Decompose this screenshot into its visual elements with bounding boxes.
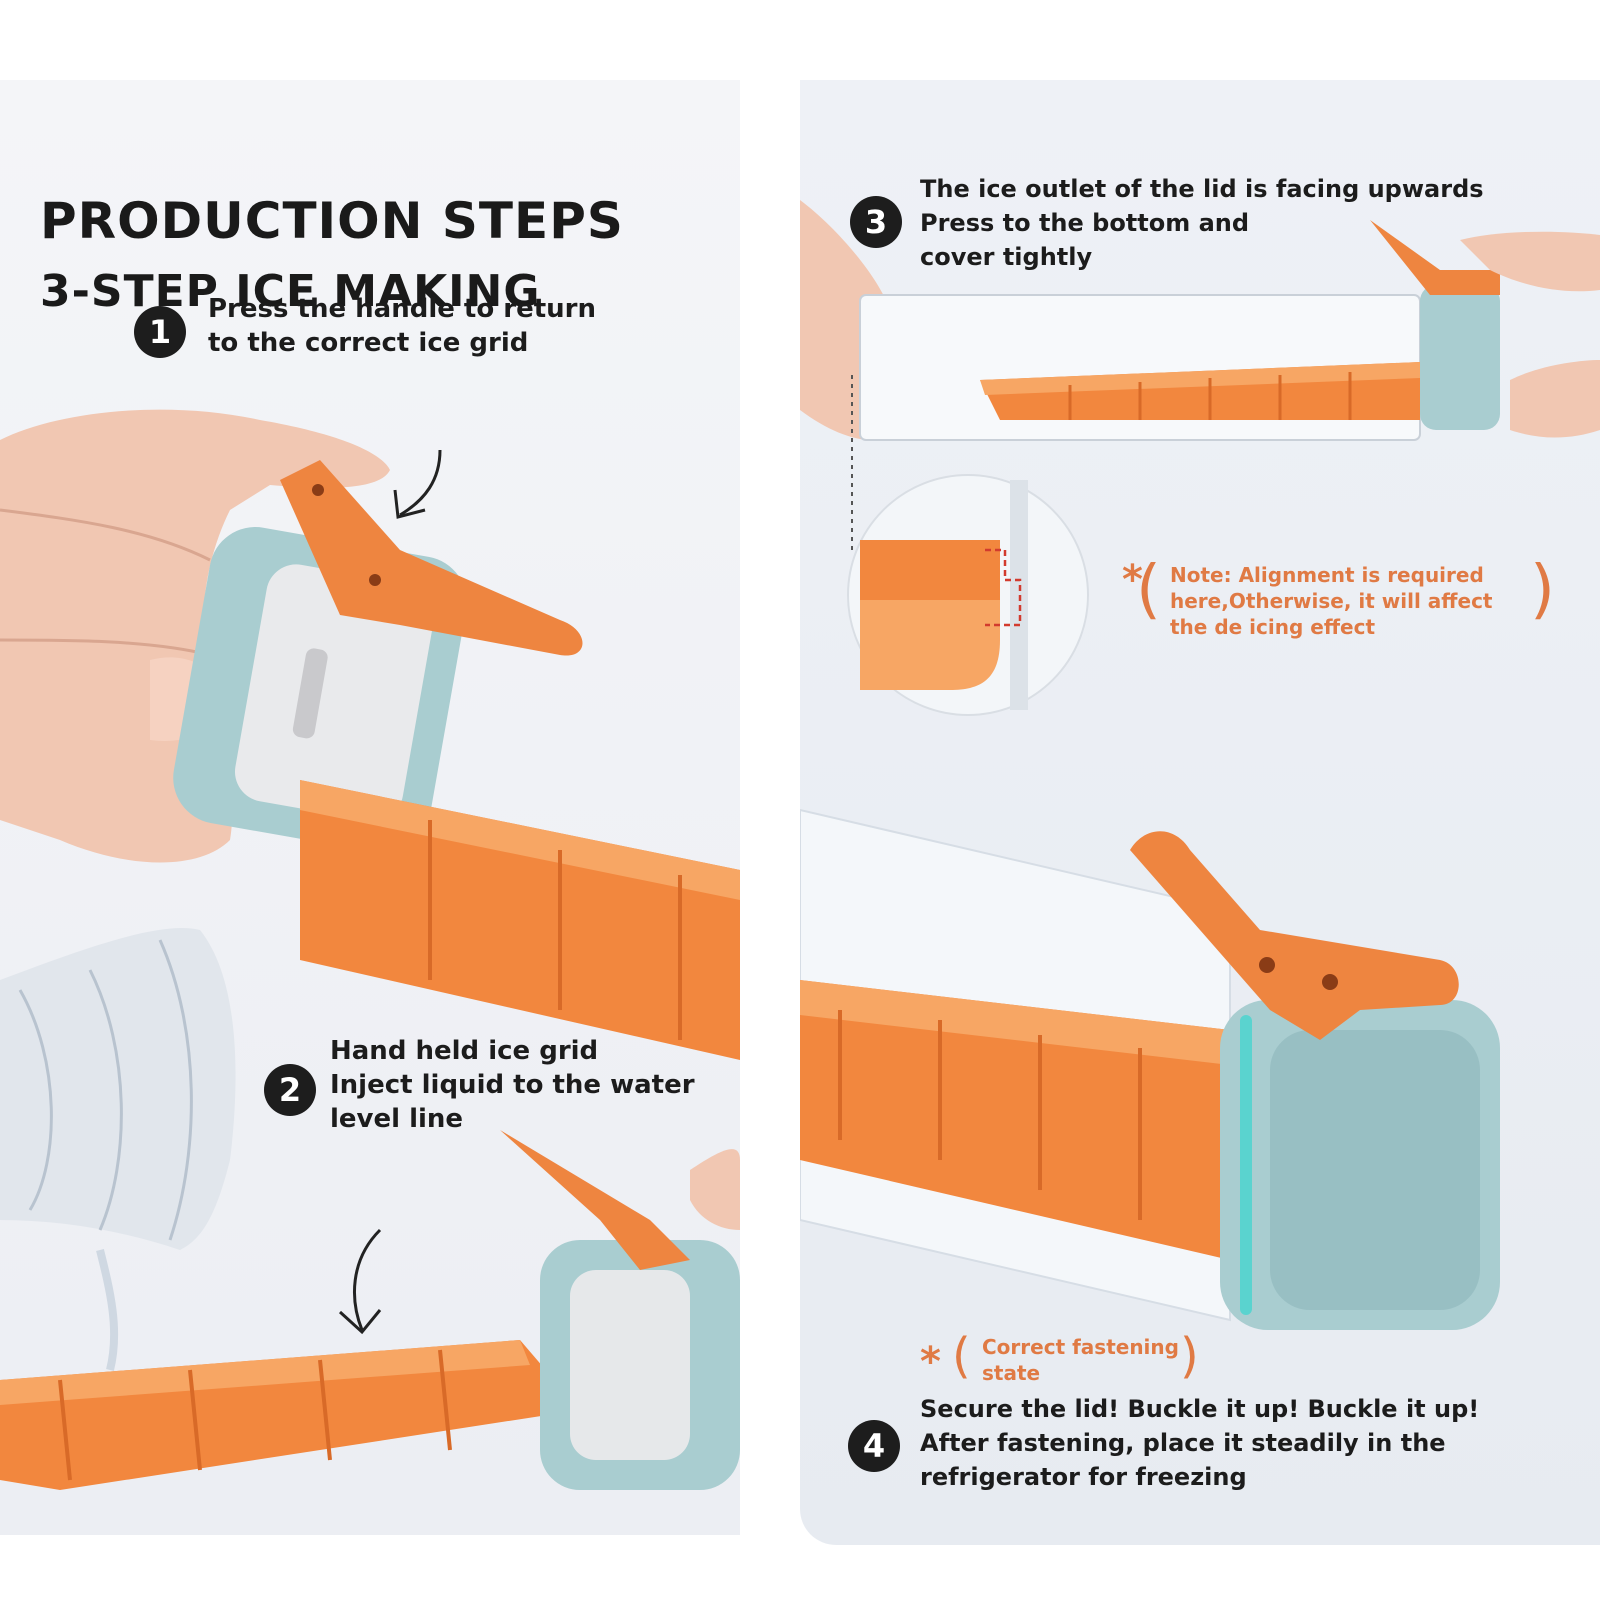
- arrow-icon: [353, 1228, 382, 1331]
- handle-illustration: [1370, 220, 1500, 295]
- arrow-icon: [399, 449, 442, 517]
- step-1-badge: 1: [134, 306, 186, 358]
- ice-tray-illustration: [0, 1340, 580, 1490]
- step-4-line-3: refrigerator for freezing: [920, 1463, 1247, 1491]
- lid-illustration: [540, 1240, 740, 1490]
- step-2-badge: 2: [264, 1064, 316, 1116]
- step-3-text: The ice outlet of the lid is facing upwa…: [920, 172, 1484, 274]
- ice-tray-illustration: [980, 362, 1420, 420]
- handle-illustration: [1130, 831, 1459, 1040]
- step-3-badge: 3: [850, 196, 902, 248]
- step-2-line-2: Inject liquid to the water: [330, 1070, 695, 1100]
- hand-illustration: [1460, 231, 1600, 292]
- step-2-text: Hand held ice grid Inject liquid to the …: [330, 1034, 695, 1136]
- alignment-note-line-2: here,Otherwise, it will affect: [1170, 589, 1493, 613]
- left-panel: PRODUCTION STEPS 3-STEP ICE MAKING 1 Pre…: [0, 80, 740, 1535]
- step-1-text: Press the handle to return to the correc…: [208, 292, 596, 360]
- note-star-icon: *: [1122, 557, 1143, 603]
- note-open-paren-icon: (: [1136, 553, 1161, 627]
- alignment-note-line-1: Note: Alignment is required: [1170, 563, 1484, 587]
- step-3-line-1: The ice outlet of the lid is facing upwa…: [920, 175, 1484, 203]
- alignment-note-line-3: the de icing effect: [1170, 615, 1375, 639]
- fastening-note-line-1: Correct fastening: [982, 1335, 1179, 1359]
- page-subtitle: 3-STEP ICE MAKING: [40, 266, 541, 317]
- step-3-line-3: cover tightly: [920, 243, 1093, 271]
- step-2-line-1: Hand held ice grid: [330, 1036, 599, 1066]
- fastening-close-paren-icon: ): [1180, 1328, 1199, 1384]
- page-title: PRODUCTION STEPS: [40, 192, 624, 250]
- pitcher-illustration: [0, 928, 236, 1371]
- step-2-line-3: level line: [330, 1104, 464, 1134]
- fastening-note-line-2: state: [982, 1361, 1041, 1385]
- zoom-detail-illustration: [847, 474, 1089, 716]
- right-panel: 3 The ice outlet of the lid is facing up…: [800, 80, 1600, 1545]
- ice-tray-illustration: [800, 980, 1230, 1260]
- note-close-paren-icon: ): [1530, 553, 1555, 627]
- ice-tray-illustration: [300, 780, 740, 1060]
- handle-illustration: [280, 460, 583, 656]
- lid-illustration: [1420, 285, 1500, 430]
- step-3-4-illustration: [800, 200, 1600, 1330]
- fastening-star-icon: *: [920, 1339, 941, 1385]
- fastening-open-paren-icon: (: [952, 1328, 971, 1384]
- alignment-note: Note: Alignment is required here,Otherwi…: [1170, 562, 1492, 640]
- step-1-line-1: Press the handle to return: [208, 294, 596, 324]
- fastening-note: Correct fastening state: [982, 1334, 1179, 1386]
- step-4-badge: 4: [848, 1420, 900, 1472]
- step-1-line-2: to the correct ice grid: [208, 328, 529, 358]
- step-3-line-2: Press to the bottom and: [920, 209, 1250, 237]
- step-4-line-1: Secure the lid! Buckle it up! Buckle it …: [920, 1395, 1480, 1423]
- step-4-text: Secure the lid! Buckle it up! Buckle it …: [920, 1392, 1479, 1494]
- step-1-2-illustration: [0, 409, 740, 1490]
- step-4-line-2: After fastening, place it steadily in th…: [920, 1429, 1446, 1457]
